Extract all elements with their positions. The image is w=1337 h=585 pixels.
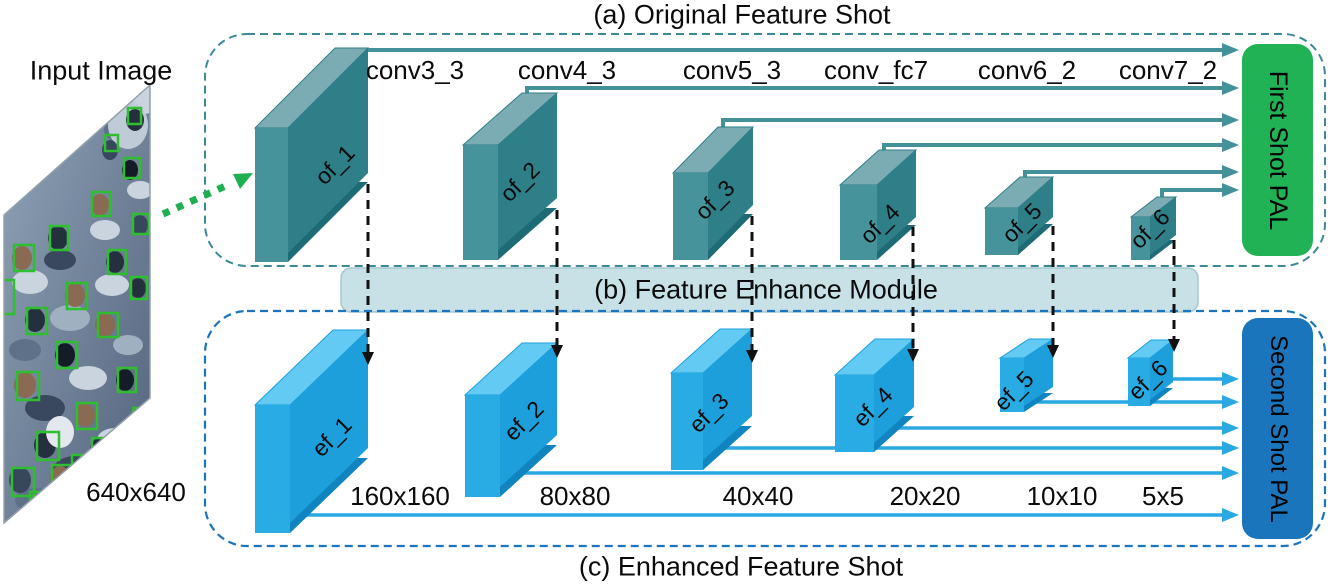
title-feature-enhance-module: (b) Feature Enhance Module: [594, 274, 938, 305]
ef-4-to-second-pal-line: [847, 421, 1239, 435]
section-a-border: [204, 33, 1326, 267]
of-4-to-first-pal-line: [882, 138, 1239, 152]
of-6-to-first-pal-line: [1160, 183, 1239, 199]
conv_fc7-label: conv_fc7: [823, 55, 929, 85]
ef-1-box: [253, 329, 370, 533]
size-5x5-label: 5x5: [1142, 481, 1184, 511]
size-40x40-label: 40x40: [722, 481, 794, 511]
diagram-shapes: [161, 33, 1327, 548]
ef-5-box: [998, 338, 1055, 412]
input-image-photo: [4, 85, 150, 523]
of-1-to-first-pal-line: [340, 43, 1239, 57]
size-160x160-label: 160x160: [350, 481, 450, 511]
of-3-box: [671, 126, 755, 260]
ef-5-to-second-pal-line: [1012, 395, 1239, 409]
ef-4-box: [833, 338, 916, 452]
size-80x80-label: 80x80: [539, 481, 611, 511]
ef-2-box: [463, 342, 559, 497]
input-resolution-label: 640x640: [86, 477, 186, 507]
of-3-to-ef-3-dashed-arrow: [746, 216, 758, 363]
section-c-border: [203, 309, 1327, 548]
conv7_2-label: conv7_2: [1118, 55, 1218, 85]
of-5-box: [983, 176, 1055, 255]
of-5-to-first-pal-line: [1023, 165, 1239, 179]
of-1-to-ef-1-dashed-arrow: [362, 184, 374, 365]
of-4-box: [838, 149, 918, 260]
conv6_2-label: conv6_2: [977, 55, 1077, 85]
of-6-to-ef-6-dashed-arrow: [1168, 240, 1180, 352]
input-image-label: Input Image: [29, 55, 173, 86]
input-image-frame: [3, 83, 151, 525]
size-20x20-label: 20x20: [889, 481, 961, 511]
first-shot-pal-label: First Shot PAL: [1264, 70, 1293, 230]
of-1-box: [253, 47, 370, 262]
input-image: [3, 83, 151, 525]
of-2-box: [461, 92, 559, 260]
of-2-to-ef-2-dashed-arrow: [551, 210, 563, 358]
second-shot-pal-label: Second Shot PAL: [1264, 334, 1292, 523]
conv5_3-label: conv5_3: [682, 55, 782, 85]
of-3-to-first-pal-line: [721, 113, 1239, 129]
title-enhanced-feature-shot: (c) Enhanced Feature Shot: [578, 551, 904, 582]
ef-3-to-second-pal-line: [683, 441, 1239, 455]
of-5-to-ef-5-dashed-arrow: [1047, 226, 1059, 358]
title-original-feature-shot: (a) Original Feature Shot: [593, 0, 891, 30]
input-to-of-1-arrow: [161, 173, 253, 218]
of-6-box: [1129, 196, 1178, 260]
size-10x10-label: 10x10: [1026, 481, 1098, 511]
conv3_3-label: conv3_3: [365, 55, 465, 85]
ef-1-to-second-pal-line: [267, 508, 1239, 522]
first-shot-pal-block: First Shot PAL: [1242, 44, 1313, 256]
ef-3-box: [669, 328, 754, 470]
ef-2-to-second-pal-line: [477, 466, 1239, 480]
ef-6-box: [1126, 339, 1175, 406]
conv4_3-label: conv4_3: [517, 55, 617, 85]
second-shot-pal-block: Second Shot PAL: [1242, 318, 1313, 539]
of-4-to-ef-4-dashed-arrow: [907, 227, 919, 362]
